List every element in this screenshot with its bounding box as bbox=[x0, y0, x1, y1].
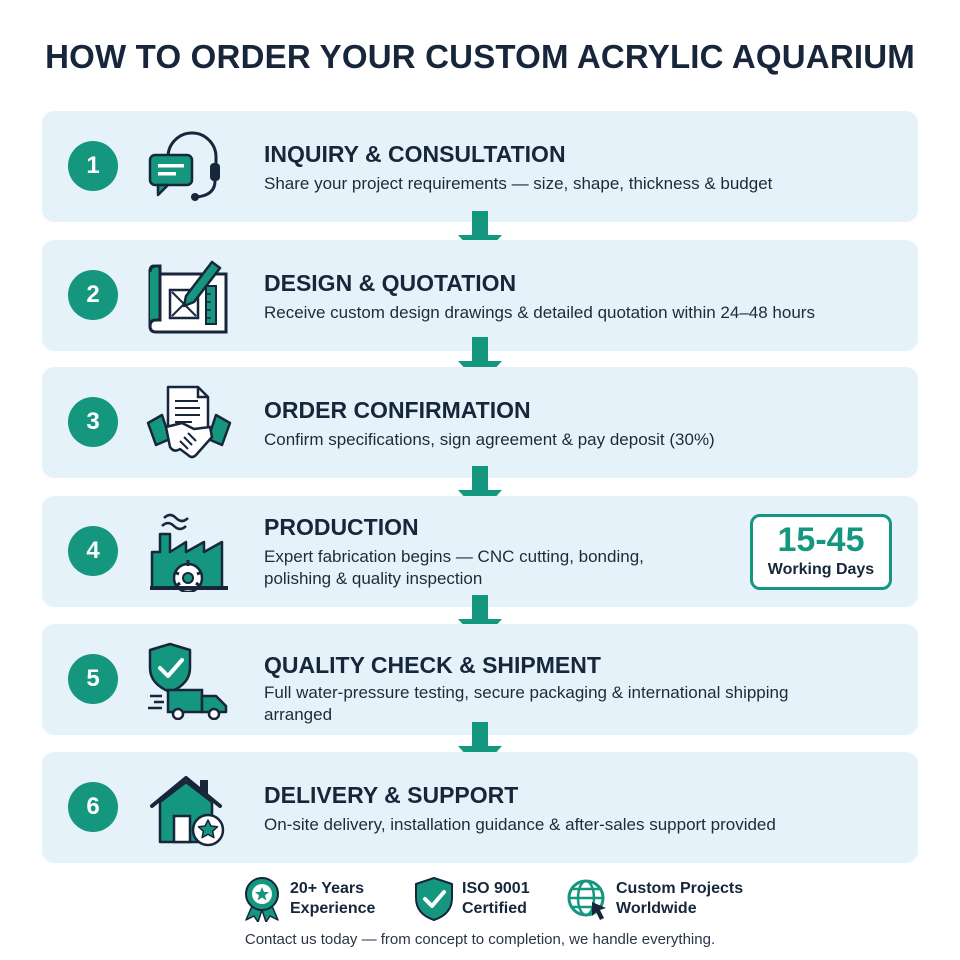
trust-item-line: ISO 9001 bbox=[462, 880, 530, 897]
trust-item-text: Custom Projects Worldwide bbox=[616, 879, 743, 919]
trust-item-line: Certified bbox=[462, 900, 527, 917]
step-card-delivery: 6 DELIVERY & SUPPORT On-site delivery, i… bbox=[42, 752, 918, 863]
factory-gear-icon bbox=[146, 512, 232, 592]
working-days-value: 15-45 bbox=[777, 521, 865, 559]
step-description: Receive custom design drawings & detaile… bbox=[264, 302, 815, 324]
trust-item-text: 20+ Years Experience bbox=[290, 879, 375, 919]
trust-item-line: Worldwide bbox=[616, 900, 697, 917]
step-title: PRODUCTION bbox=[264, 514, 419, 540]
step-title: ORDER CONFIRMATION bbox=[264, 397, 531, 423]
step-number-badge: 6 bbox=[68, 782, 118, 832]
step-card-design: 2 DESIGN & QUOTATION Receive custom desi… bbox=[42, 240, 918, 351]
step-description-line: Share your project requirements — size, … bbox=[264, 174, 773, 193]
trust-item-line: 20+ Years bbox=[290, 880, 365, 897]
step-description-line: Expert fabrication begins — CNC cutting,… bbox=[264, 547, 644, 566]
step-description-line: Confirm specifications, sign agreement &… bbox=[264, 430, 715, 449]
step-card-order: 3 ORDER CONFIRMATION Confirm specificati… bbox=[42, 367, 918, 478]
step-card-inquiry: 1 INQUIRY & CONSULTATION Share your proj… bbox=[42, 111, 918, 222]
step-title: INQUIRY & CONSULTATION bbox=[264, 141, 566, 167]
step-description: Expert fabrication begins — CNC cutting,… bbox=[264, 546, 644, 590]
contact-tagline: Contact us today — from concept to compl… bbox=[244, 931, 716, 948]
shield-truck-icon bbox=[146, 640, 232, 720]
step-description: Confirm specifications, sign agreement &… bbox=[264, 429, 715, 451]
step-description-line: Full water-pressure testing, secure pack… bbox=[264, 683, 789, 702]
step-card-production: 4 PRODUCTION Expert fabrication begins —… bbox=[42, 496, 918, 607]
step-card-quality: 5 QUALITY CHECK & SHIPMENT Full water-pr… bbox=[42, 624, 918, 735]
step-number-badge: 5 bbox=[68, 654, 118, 704]
step-description: Full water-pressure testing, secure pack… bbox=[264, 682, 788, 726]
step-number-badge: 2 bbox=[68, 270, 118, 320]
working-days-label: Working Days bbox=[767, 561, 875, 578]
trust-item-line: Experience bbox=[290, 900, 376, 917]
step-number-badge: 1 bbox=[68, 141, 118, 191]
step-number-badge: 3 bbox=[68, 397, 118, 447]
step-description-line: Receive custom design drawings & detaile… bbox=[264, 303, 815, 322]
step-number-badge: 4 bbox=[68, 526, 118, 576]
working-days-badge: 15-45 Working Days bbox=[750, 514, 892, 590]
headset-chat-icon bbox=[146, 127, 232, 207]
step-description: Share your project requirements — size, … bbox=[264, 173, 772, 195]
step-title: DESIGN & QUOTATION bbox=[264, 270, 517, 296]
step-description-line: On-site delivery, installation guidance … bbox=[264, 815, 776, 834]
step-description: On-site delivery, installation guidance … bbox=[264, 814, 776, 836]
blueprint-pencil-icon bbox=[146, 256, 232, 336]
page-title: HOW TO ORDER YOUR CUSTOM ACRYLIC AQUARIU… bbox=[45, 38, 915, 75]
trust-badges: 20+ Years Experience ISO 9001 Certified … bbox=[0, 874, 960, 924]
shield-check-icon bbox=[412, 876, 456, 922]
step-title: QUALITY CHECK & SHIPMENT bbox=[264, 652, 601, 678]
step-title: DELIVERY & SUPPORT bbox=[264, 782, 519, 808]
house-star-icon bbox=[146, 768, 232, 848]
trust-item-line: Custom Projects bbox=[616, 880, 744, 897]
step-description-line: polishing & quality inspection bbox=[264, 569, 483, 588]
award-ribbon-icon bbox=[240, 876, 284, 922]
handshake-document-icon bbox=[146, 383, 232, 463]
trust-item-text: ISO 9001 Certified bbox=[462, 879, 530, 919]
step-description-line: arranged bbox=[264, 705, 333, 724]
globe-cursor-icon bbox=[566, 876, 610, 922]
